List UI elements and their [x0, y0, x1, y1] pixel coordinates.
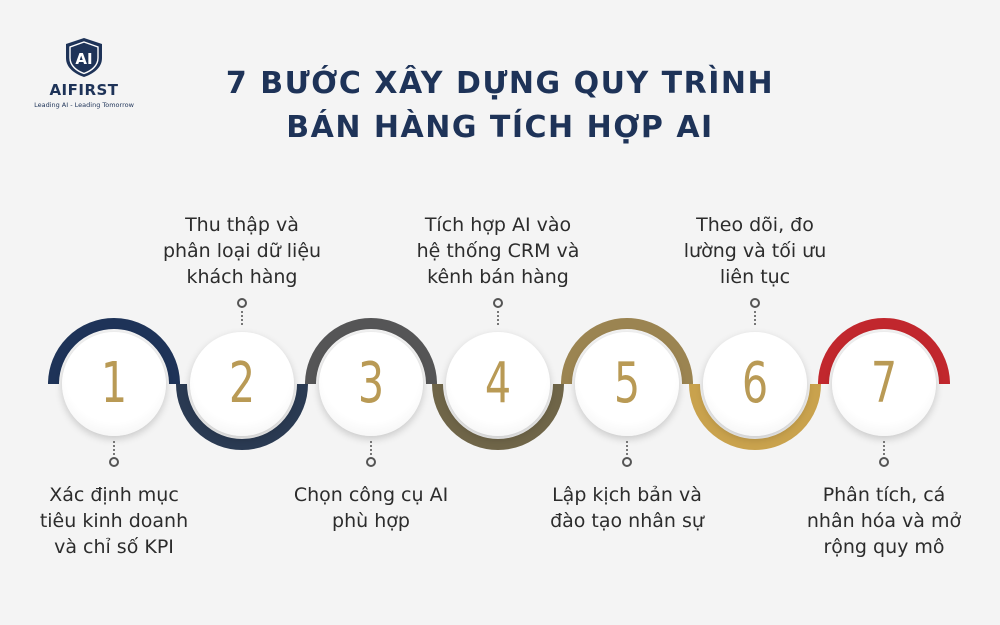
- step-ring: [48, 318, 180, 385]
- step-circle: 6: [703, 332, 807, 436]
- step-label: Chọn công cụ AI phù hợp: [271, 482, 471, 534]
- brand-tagline: Leading AI - Leading Tomorrow: [34, 101, 134, 109]
- step-number: 3: [357, 351, 385, 416]
- step-label: Tích hợp AI vào hệ thống CRM và kênh bán h…: [398, 212, 598, 290]
- step-ring-arc: [176, 383, 308, 450]
- step-label-line: phân loại dữ liệu: [162, 240, 322, 262]
- connector-dot-icon: [750, 298, 760, 308]
- step-circle: 7: [832, 332, 936, 436]
- step-label-line: liên tục: [719, 266, 791, 288]
- step-circle: 4: [446, 332, 550, 436]
- step-ring-arc: [818, 318, 950, 385]
- step-label-line: Theo dõi, đo: [696, 214, 814, 236]
- step-ring: [561, 318, 693, 385]
- step-ring: [818, 318, 950, 385]
- step-circle: 3: [319, 332, 423, 436]
- step-label-line: Lập kịch bản và: [552, 484, 702, 506]
- step-ring: [305, 318, 437, 385]
- connector-dot-icon: [366, 457, 376, 467]
- connector-dots: [241, 311, 243, 325]
- step-label-line: và chỉ số KPI: [54, 536, 174, 558]
- step-number: 1: [100, 351, 128, 416]
- connector-dots: [883, 441, 885, 455]
- step-label-line: Thu thập và: [185, 214, 299, 236]
- step-label-line: Xác định mục: [49, 484, 179, 506]
- step-number: 5: [613, 351, 641, 416]
- connector-dots: [370, 441, 372, 455]
- connector-dots: [626, 441, 628, 455]
- step-circle: 1: [62, 332, 166, 436]
- step-label-line: Chọn công cụ AI: [293, 484, 449, 506]
- connector-dot-icon: [237, 298, 247, 308]
- connector-dots: [497, 311, 499, 325]
- connector-dots: [113, 441, 115, 455]
- connector-dot-icon: [622, 457, 632, 467]
- step-ring: [176, 383, 308, 450]
- step-label-line: lường và tối ưu: [683, 240, 827, 262]
- ai-shield-icon: AI: [66, 38, 102, 77]
- step-label: Xác định mục tiêu kinh doanh và chỉ số KPI: [14, 482, 214, 560]
- connector-dot-icon: [493, 298, 503, 308]
- step-label: Phân tích, cá nhân hóa và mở rộng quy mô: [784, 482, 984, 560]
- step-label-line: khách hàng: [186, 266, 298, 288]
- step-label-line: kênh bán hàng: [427, 266, 569, 288]
- step-number: 7: [870, 351, 898, 416]
- title-line-2: BÁN HÀNG TÍCH HỢP AI: [286, 110, 714, 145]
- connector-dot-icon: [879, 457, 889, 467]
- step-ring-arc: [561, 318, 693, 385]
- step-label-line: tiêu kinh doanh: [39, 510, 189, 532]
- step-label: Theo dõi, đo lường và tối ưu liên tục: [655, 212, 855, 290]
- step-ring-arc: [689, 383, 821, 450]
- step-label: Lập kịch bản và đào tạo nhân sự: [527, 482, 727, 534]
- title-line-1: 7 BƯỚC XÂY DỰNG QUY TRÌNH: [225, 66, 775, 101]
- step-label-line: rộng quy mô: [823, 536, 945, 558]
- step-ring-arc: [48, 318, 180, 385]
- connector-dot-icon: [109, 457, 119, 467]
- step-label-line: nhân hóa và mở: [806, 510, 962, 532]
- step-number: 4: [484, 351, 512, 416]
- step-label-line: phù hợp: [332, 510, 410, 532]
- step-ring-arc: [432, 383, 564, 450]
- step-circle: 2: [190, 332, 294, 436]
- step-label-line: Tích hợp AI vào: [424, 214, 572, 236]
- step-ring: [432, 383, 564, 450]
- step-label-line: Phân tích, cá: [822, 484, 946, 506]
- step-label-line: đào tạo nhân sự: [550, 510, 704, 532]
- connector-dots: [754, 311, 756, 325]
- page-title: 7 BƯỚC XÂY DỰNG QUY TRÌNH BÁN HÀNG TÍCH …: [0, 62, 1000, 150]
- step-number: 2: [228, 351, 256, 416]
- brand-name: AIFIRST: [49, 81, 119, 99]
- step-label-line: hệ thống CRM và: [416, 240, 580, 262]
- step-circle: 5: [575, 332, 679, 436]
- brand-logo: AI AIFIRST Leading AI - Leading Tomorrow: [28, 36, 140, 109]
- step-ring-arc: [305, 318, 437, 385]
- step-number: 6: [741, 351, 769, 416]
- brand-emblem: AI: [75, 50, 92, 68]
- step-ring: [689, 383, 821, 450]
- step-label: Thu thập và phân loại dữ liệu khách hàng: [142, 212, 342, 290]
